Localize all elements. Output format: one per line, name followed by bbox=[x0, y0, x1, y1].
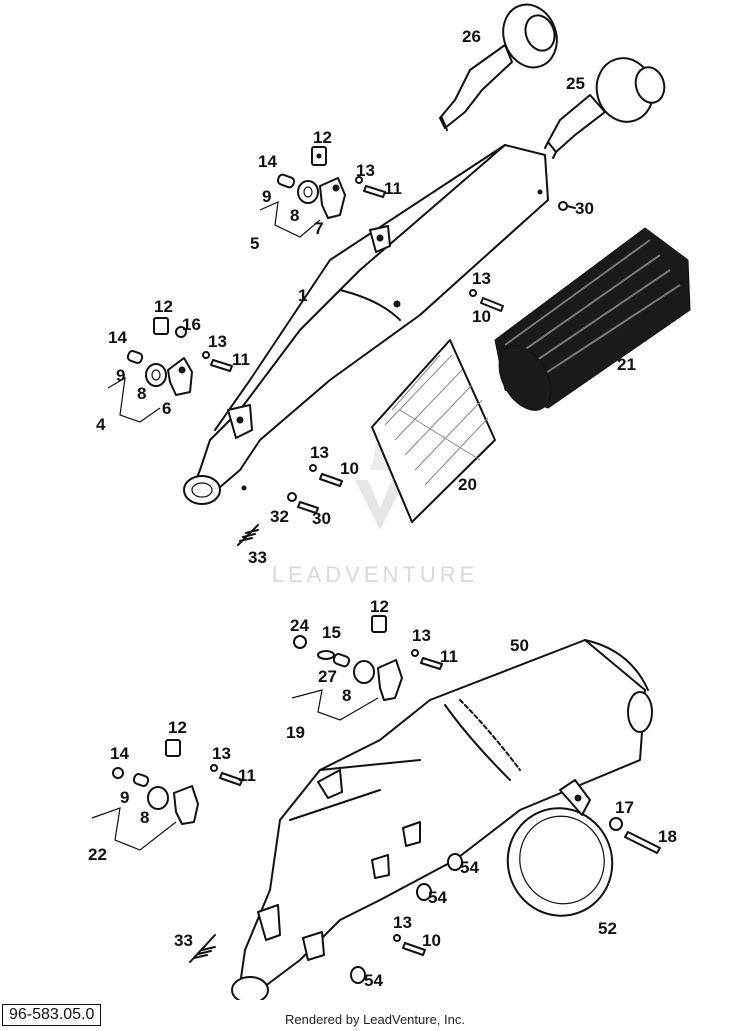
part-7-bracket bbox=[319, 177, 346, 219]
callout-9: 9 bbox=[116, 366, 125, 385]
part-52-clamp bbox=[506, 779, 661, 917]
callout-15: 15 bbox=[322, 623, 341, 642]
callout-13: 13 bbox=[212, 744, 231, 763]
callout-11: 11 bbox=[238, 766, 256, 785]
callout-54: 54 bbox=[364, 971, 383, 990]
callout-33: 33 bbox=[248, 548, 267, 567]
callout-12: 12 bbox=[154, 297, 173, 316]
callout-5: 5 bbox=[250, 234, 259, 253]
callout-8: 8 bbox=[137, 384, 146, 403]
leader-lines bbox=[91, 201, 379, 851]
render-credit: Rendered by LeadVenture, Inc. bbox=[285, 1012, 465, 1027]
callout-33: 33 bbox=[174, 931, 193, 950]
part-11-bolt bbox=[363, 185, 386, 198]
part-50-silencer bbox=[231, 639, 653, 1000]
callout-4: 4 bbox=[96, 415, 106, 434]
callout-13: 13 bbox=[472, 269, 491, 288]
callout-24: 24 bbox=[290, 616, 309, 635]
callout-20: 20 bbox=[458, 475, 477, 494]
part-25-pipe-section bbox=[544, 57, 666, 159]
callout-8: 8 bbox=[290, 206, 299, 225]
part-30-screw bbox=[558, 201, 568, 211]
callout-17: 17 bbox=[615, 798, 634, 817]
callout-1: 1 bbox=[298, 286, 307, 305]
watermark-text: LEADVENTURE bbox=[272, 562, 479, 587]
callout-13: 13 bbox=[208, 332, 227, 351]
callout-21: 21 bbox=[617, 355, 636, 374]
leadventure-watermark: LEADVENTURE bbox=[272, 420, 479, 587]
callout-27: 27 bbox=[318, 667, 337, 686]
callout-9: 9 bbox=[262, 187, 271, 206]
callout-54: 54 bbox=[428, 888, 447, 907]
exhaust-parts-diagram: LEADVENTURE bbox=[88, 3, 691, 1000]
part-26-head-pipe bbox=[439, 3, 558, 131]
part-20-mesh-insert bbox=[371, 339, 496, 523]
callout-54: 54 bbox=[460, 858, 479, 877]
callout-13: 13 bbox=[412, 626, 431, 645]
callout-10: 10 bbox=[422, 931, 441, 950]
callout-6: 6 bbox=[162, 399, 171, 418]
callout-8: 8 bbox=[342, 686, 351, 705]
callout-14: 14 bbox=[258, 152, 277, 171]
callout-13: 13 bbox=[356, 161, 375, 180]
callout-30: 30 bbox=[312, 509, 331, 528]
callout-11: 11 bbox=[232, 350, 250, 369]
callout-13: 13 bbox=[310, 443, 329, 462]
callout-8: 8 bbox=[140, 808, 149, 827]
drawing-code: 96-583.05.0 bbox=[2, 1004, 102, 1026]
callout-10: 10 bbox=[472, 307, 491, 326]
part-9-grommet bbox=[297, 180, 319, 204]
callout-12: 12 bbox=[168, 718, 187, 737]
callout-16: 16 bbox=[182, 315, 201, 334]
callout-11: 11 bbox=[440, 647, 458, 666]
hardware-lower bbox=[112, 615, 463, 984]
callout-30: 30 bbox=[575, 199, 594, 218]
callout-19: 19 bbox=[286, 723, 305, 742]
callout-11: 11 bbox=[384, 179, 402, 198]
callout-labels: 26 25 12 14 13 11 9 8 5 7 30 1 13 10 12 … bbox=[88, 27, 677, 990]
callout-10: 10 bbox=[340, 459, 359, 478]
callout-22: 22 bbox=[88, 845, 107, 864]
part-13-washer bbox=[355, 176, 363, 184]
callout-12: 12 bbox=[370, 597, 389, 616]
callout-52: 52 bbox=[598, 919, 617, 938]
callout-14: 14 bbox=[110, 744, 129, 763]
part-14-bushing bbox=[276, 173, 296, 189]
callout-50: 50 bbox=[510, 636, 529, 655]
part-21-packing-wool bbox=[494, 227, 691, 411]
callout-7: 7 bbox=[314, 219, 323, 238]
callout-14: 14 bbox=[108, 328, 127, 347]
hardware-upper bbox=[126, 146, 576, 546]
callout-26: 26 bbox=[462, 27, 481, 46]
callout-9: 9 bbox=[120, 788, 129, 807]
part-1-silencer-body bbox=[183, 144, 549, 505]
callout-18: 18 bbox=[658, 827, 677, 846]
part-33-spring bbox=[237, 524, 259, 546]
callout-32: 32 bbox=[270, 507, 289, 526]
callout-12: 12 bbox=[313, 128, 332, 147]
callout-13: 13 bbox=[393, 913, 412, 932]
callout-25: 25 bbox=[566, 74, 585, 93]
